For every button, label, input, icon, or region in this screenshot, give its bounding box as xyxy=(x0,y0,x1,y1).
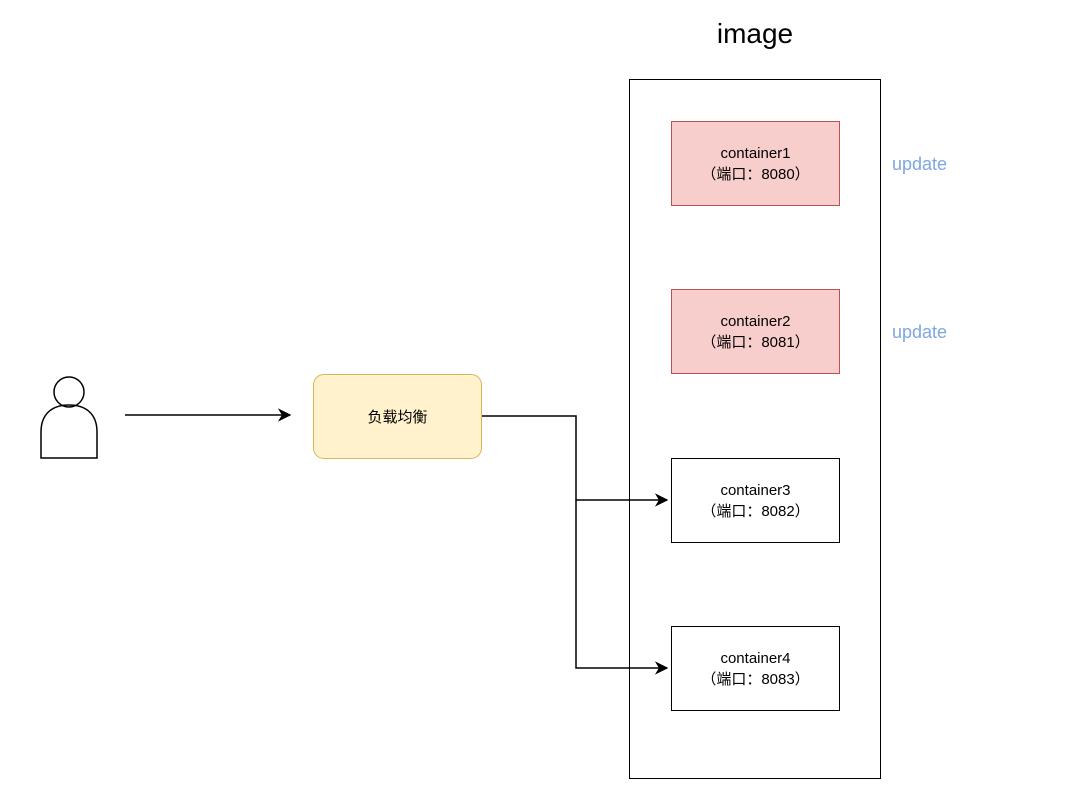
load-balancer-label: 负载均衡 xyxy=(367,408,428,426)
container-port: （端口：8083） xyxy=(701,670,810,688)
container-name: container2 xyxy=(720,312,791,330)
user-icon xyxy=(40,376,98,459)
container-port: （端口：8082） xyxy=(701,502,810,520)
image-group-box xyxy=(629,79,881,779)
container-node-2: container2 （端口：8081） xyxy=(671,289,840,374)
container-node-4: container4 （端口：8083） xyxy=(671,626,840,711)
container-port: （端口：8081） xyxy=(701,333,810,351)
container-name: container1 xyxy=(720,144,791,162)
update-label-2: update xyxy=(892,322,948,342)
lb-to-container4-arrow xyxy=(575,500,669,675)
update-label-1: update xyxy=(892,154,948,174)
load-balancer-node: 负载均衡 xyxy=(313,374,482,459)
container-port: （端口：8080） xyxy=(701,165,810,183)
container-name: container4 xyxy=(720,649,791,667)
container-node-1: container1 （端口：8080） xyxy=(671,121,840,206)
container-name: container3 xyxy=(720,481,791,499)
container-node-3: container3 （端口：8082） xyxy=(671,458,840,543)
lb-to-container3-arrow xyxy=(482,415,669,507)
image-group-title: image xyxy=(716,18,794,49)
